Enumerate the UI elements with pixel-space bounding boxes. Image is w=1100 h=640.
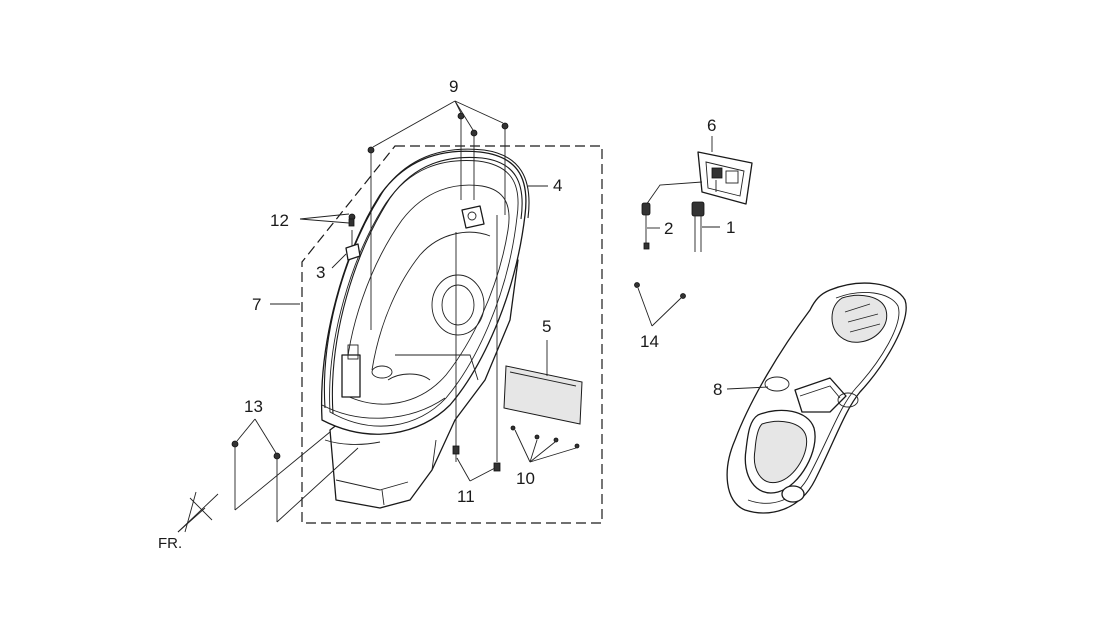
plug-2 xyxy=(641,202,651,250)
screws-14 xyxy=(634,282,686,299)
callout-11: 11 xyxy=(457,487,475,506)
seal-rubber xyxy=(323,148,530,415)
callout-6: 6 xyxy=(707,116,716,135)
rubber-mat-8 xyxy=(726,282,907,514)
callout-8: 8 xyxy=(713,380,722,399)
screws-9 xyxy=(367,112,509,330)
callout-3: 3 xyxy=(316,263,325,282)
callout-4: 4 xyxy=(553,176,562,195)
screws-13 xyxy=(231,440,281,522)
callout-7: 7 xyxy=(252,295,261,314)
bracket-3 xyxy=(345,243,361,261)
callout-5: 5 xyxy=(542,317,551,336)
assembly-boundary xyxy=(301,145,603,524)
luggage-box xyxy=(320,150,527,509)
socket-1 xyxy=(691,201,705,252)
callout-10: 10 xyxy=(516,469,535,488)
callout-9: 9 xyxy=(449,77,458,96)
callout-1: 1 xyxy=(726,218,735,237)
tool-kit-5 xyxy=(503,365,583,425)
callout-13: 13 xyxy=(244,397,263,416)
front-direction-label: FR. xyxy=(158,535,182,552)
clip-12 xyxy=(348,213,356,227)
callout-14: 14 xyxy=(640,332,659,351)
callout-2: 2 xyxy=(664,219,673,238)
front-direction-arrow xyxy=(177,491,219,533)
callout-12: 12 xyxy=(270,211,289,230)
socket-bracket-6 xyxy=(697,151,753,205)
screws-10 xyxy=(510,425,580,449)
